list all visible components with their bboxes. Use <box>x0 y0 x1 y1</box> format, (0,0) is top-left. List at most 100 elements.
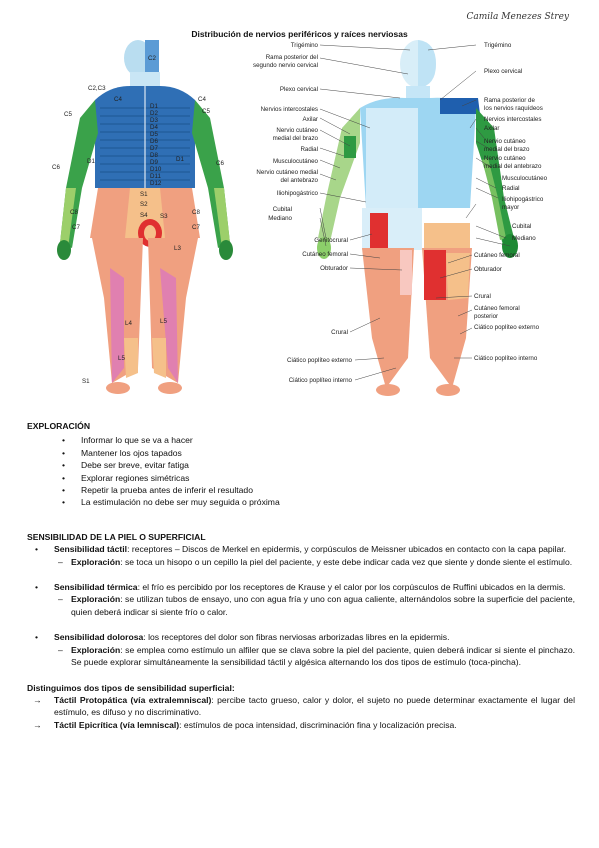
back-label: L3 <box>174 245 181 252</box>
front-view-left-labels: Trigémino Rama posterior del segundo ner… <box>253 42 353 384</box>
front-label: medial del brazo <box>484 146 530 153</box>
front-label: Rama posterior del <box>266 54 318 61</box>
front-label: Ciático poplíteo interno <box>289 377 353 384</box>
epicritica-label: Táctil Epicrítica (vía lemniscal) <box>54 719 180 730</box>
back-label: C2 <box>148 55 156 62</box>
back-label: C6 <box>216 160 224 167</box>
front-label: del antebrazo <box>281 177 319 184</box>
back-label: L5 <box>160 318 167 325</box>
back-label: S4 <box>140 212 148 219</box>
sensibilidad-heading: SENSIBILIDAD DE LA PIEL O SUPERFICIAL <box>27 531 206 542</box>
front-label: Radial <box>300 146 318 153</box>
dolorosa-label: Sensibilidad dolorosa <box>54 632 144 643</box>
back-label: C7 <box>192 224 200 231</box>
front-label: Musculocutáneo <box>273 158 319 165</box>
front-label: Nervios intercostales <box>261 106 318 113</box>
dolorosa-expl-text: : se emplea como estímulo un alfiler que… <box>71 644 575 668</box>
exploracion-list: Informar lo que se va a hacer Mantener l… <box>27 434 575 509</box>
dolorosa-exploracion: Exploración: se emplea como estímulo un … <box>27 644 575 669</box>
front-label: Iliohipogástrico <box>502 196 544 203</box>
back-label: S1 <box>140 191 148 198</box>
back-label: D11 <box>150 173 161 180</box>
list-item: Informar lo que se va a hacer <box>62 434 575 447</box>
termica-exploracion: Exploración: se utilizan tubos de ensayo… <box>27 593 575 618</box>
front-label: Ciático poplíteo externo <box>287 357 353 364</box>
back-label: D1 <box>150 103 158 110</box>
notes-content: EXPLORACIÓN Informar lo que se va a hace… <box>27 420 575 732</box>
epicritica-text: : estímulos de poca intensidad, discrimi… <box>179 719 457 730</box>
front-label: Trigémino <box>484 42 512 49</box>
front-label: los nervios raquídeos <box>484 105 543 112</box>
front-label: Mediano <box>512 235 536 242</box>
front-label: Cutáneo femoral <box>474 305 520 312</box>
front-label: Cutáneo femoral <box>474 252 520 259</box>
front-label: Nervios intercostales <box>484 116 541 123</box>
front-label: Rama posterior de <box>484 97 535 104</box>
back-label: C8 <box>192 209 200 216</box>
back-label: D8 <box>150 152 158 159</box>
back-label: D5 <box>150 131 158 138</box>
list-item: Explorar regiones simétricas <box>62 472 575 485</box>
front-label: Musculocutáneo <box>502 175 548 182</box>
front-label: Nervio cutáneo <box>276 127 318 134</box>
figure-title: Distribución de nervios periféricos y ra… <box>191 29 408 39</box>
front-label: Iliohipogástrico <box>277 190 319 197</box>
back-label: S1 <box>82 378 90 385</box>
list-item: Mantener los ojos tapados <box>62 447 575 460</box>
list-item: Debe ser breve, evitar fatiga <box>62 459 575 472</box>
front-label: Crural <box>474 293 491 300</box>
front-label: Mediano <box>268 215 292 222</box>
tactil-label: Sensibilidad táctil <box>54 544 128 555</box>
front-label: Crural <box>331 329 348 336</box>
back-label: C5 <box>64 111 72 118</box>
list-item: Repetir la prueba antes de inferir el re… <box>62 484 575 497</box>
front-label: Plexo cervical <box>484 68 522 75</box>
back-label: C6 <box>52 164 60 171</box>
front-label: Obturador <box>320 265 348 272</box>
protopatica-text: : percibe tacto grueso, calor y dolor, e… <box>54 694 575 718</box>
back-label: D1 <box>87 158 95 165</box>
front-label: medial del antebrazo <box>484 163 542 170</box>
front-view-body <box>317 40 518 396</box>
front-label: segundo nervio cervical <box>253 62 318 69</box>
epicritica-item: Táctil Epicrítica (vía lemniscal): estím… <box>27 719 575 732</box>
tactil-expl-label: Exploración <box>71 556 121 567</box>
back-label: L4 <box>125 320 132 327</box>
back-label: S2 <box>140 201 148 208</box>
front-view-leaders <box>319 44 511 381</box>
front-label: medial del brazo <box>273 135 319 142</box>
front-view-right-labels: Trigémino Plexo cervical Rama posterior … <box>474 42 548 362</box>
back-label: D12 <box>150 180 162 187</box>
front-label: Cutáneo femoral <box>302 251 348 258</box>
front-label: Axilar <box>303 116 318 123</box>
exploracion-heading: EXPLORACIÓN <box>27 421 91 431</box>
front-label: Cubital <box>512 223 531 230</box>
termica-label: Sensibilidad térmica <box>54 582 138 593</box>
tactil-exploracion: Exploración: se toca un hisopo o un cepi… <box>27 556 575 569</box>
front-label: Axilar <box>484 125 499 132</box>
protopatica-item: Táctil Protopática (vía extralemniscal):… <box>27 694 575 719</box>
back-label: D1 <box>176 156 184 163</box>
front-label: Nervio cutáneo medial <box>256 169 318 176</box>
back-view-labels: C2,C3 C4 C4 C5 C5 C6 C6 C8 C8 C7 C7 D1 D… <box>52 55 224 385</box>
front-label: Nervio cutáneo <box>484 155 526 162</box>
dolorosa-expl-label: Exploración <box>71 644 121 655</box>
back-label: C8 <box>70 209 78 216</box>
back-label: C4 <box>114 96 122 103</box>
front-label: posterior <box>474 313 498 320</box>
tactil-item: Sensibilidad táctil: receptores – Discos… <box>27 543 575 556</box>
front-label: Ciático poplíteo interno <box>474 355 538 362</box>
back-label: D2 <box>150 110 158 117</box>
dolorosa-item: Sensibilidad dolorosa: los receptores de… <box>27 631 575 644</box>
front-label: mayor <box>502 204 519 211</box>
back-label: C2,C3 <box>88 85 106 92</box>
back-view-body <box>57 40 233 394</box>
front-label: Plexo cervical <box>280 86 318 93</box>
termica-expl-text: : se utilizan tubos de ensayo, uno con a… <box>71 594 575 617</box>
tactil-expl-text: : se toca un hisopo o un cepillo la piel… <box>120 556 573 567</box>
front-label: Genitocrural <box>314 237 348 244</box>
front-label: Cubital <box>273 206 292 213</box>
dolorosa-text: : los receptores del dolor son fibras ne… <box>143 632 450 643</box>
front-label: Nervio cutáneo <box>484 138 526 145</box>
back-label: S3 <box>160 213 168 220</box>
